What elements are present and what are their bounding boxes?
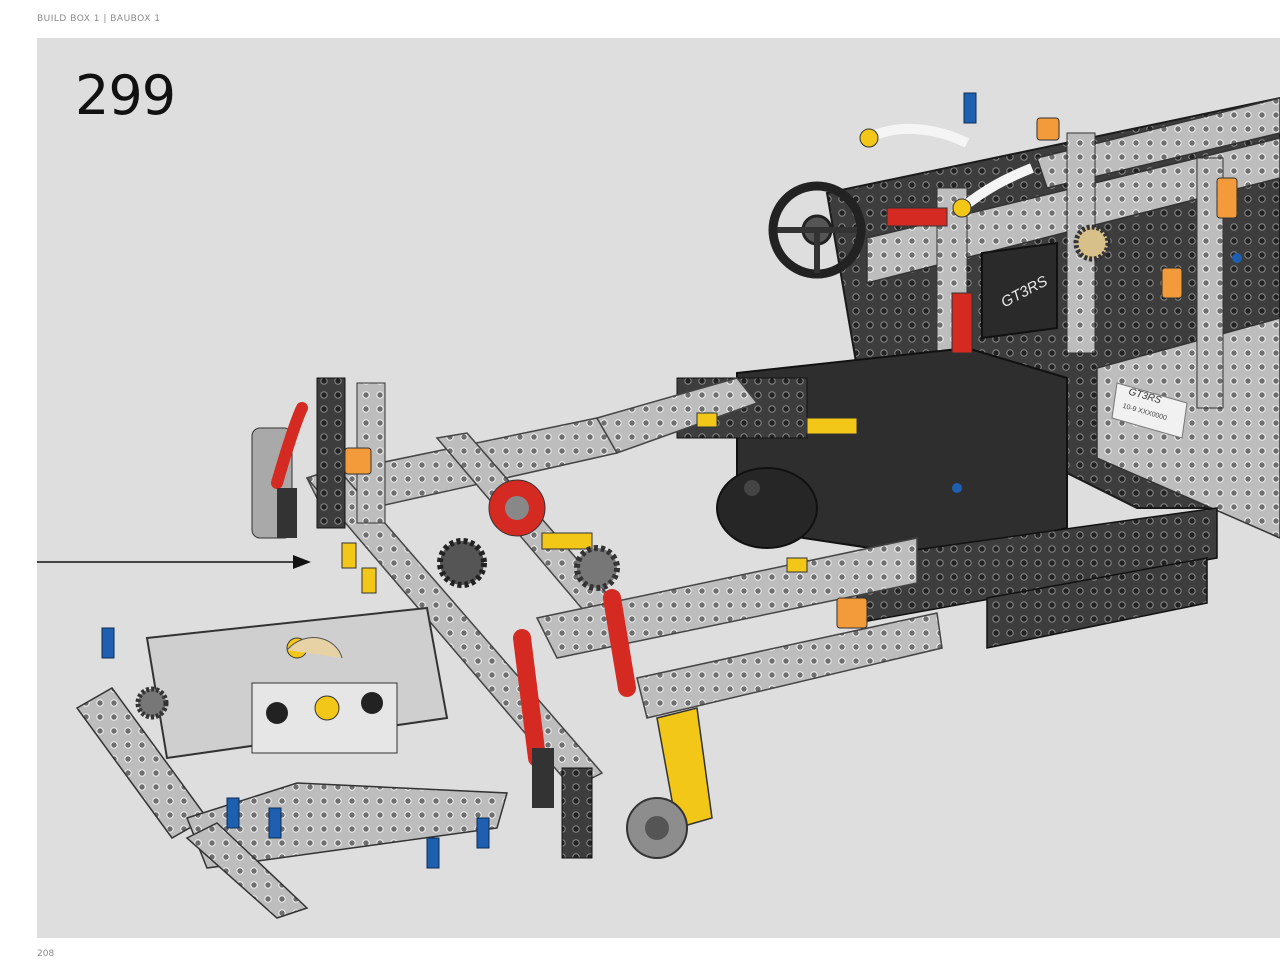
front-module (145, 606, 449, 760)
front-hub (561, 707, 713, 859)
blue-pins (101, 92, 1242, 869)
gears (135, 224, 1111, 720)
yellow-pins (541, 412, 858, 573)
orange-connectors (344, 117, 1238, 629)
front-shock (513, 589, 636, 808)
page-header: BUILD BOX 1 | BAUBOX 1 (37, 14, 161, 24)
lego-chassis-illustration: GT3RS GT3RS 10-9 XXX0000 (37, 92, 1280, 919)
badge-plate-top: GT3RS (981, 241, 1058, 340)
step-number: 299 (75, 64, 176, 127)
front-suspension (251, 377, 386, 594)
front-beams (75, 687, 508, 919)
page-number: 208 (37, 949, 55, 959)
steering-wheel (768, 181, 866, 279)
rear-links (859, 124, 1034, 218)
rear-red-parts (488, 207, 973, 537)
badge-plate-side: GT3RS 10-9 XXX0000 (1111, 382, 1188, 439)
central-housing (676, 346, 1068, 560)
instruction-panel: GT3RS GT3RS 10-9 XXX0000 (37, 38, 1280, 938)
callout-arrow (37, 555, 311, 569)
